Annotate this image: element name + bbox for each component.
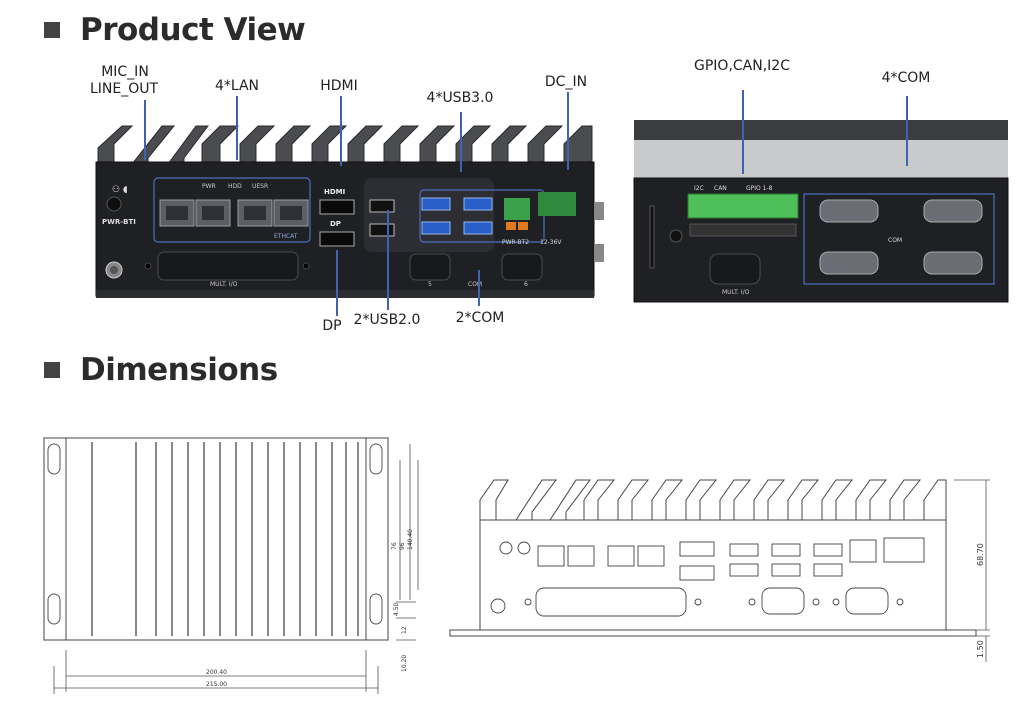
callout-line-mic: [144, 100, 146, 160]
callout-line-usb2: [387, 210, 389, 310]
com-5-label: 5: [428, 281, 432, 288]
callout-usb3: 4*USB3.0: [426, 90, 494, 106]
user-led-label: UESR: [252, 183, 268, 190]
dim-96: 96: [399, 542, 406, 550]
dim-width-inner: 200.40: [206, 669, 227, 676]
multi-io-label: MULT. I/O: [210, 281, 238, 288]
hdd-led-label: HDD: [228, 183, 242, 190]
top-view-drawing: 140.40 96 76 4.50 12 10.20 200.40 215.00: [43, 437, 419, 694]
callout-lan: 4*LAN: [214, 78, 260, 94]
front-view-drawing: 68.70 1.50: [449, 479, 990, 662]
section-title: Dimensions: [80, 352, 278, 388]
front-panel-image: PWR-BTI ⚇ ◖ PWR HDD UESR ETHCAT HDMI DP …: [95, 125, 604, 298]
callout-usb2: 2*USB2.0: [353, 312, 421, 328]
callout-line-dp: [336, 250, 338, 316]
section-bullet: [44, 362, 60, 378]
callout-mic-in: MIC_IN: [101, 64, 149, 80]
callout-line-gpio: [742, 90, 744, 174]
callout-gpio: GPIO,CAN,I2C: [694, 58, 790, 74]
callout-com2: 2*COM: [455, 310, 505, 326]
dim-76: 76: [391, 542, 398, 550]
hdmi-port-label: HDMI: [324, 188, 345, 196]
com-6-label: 6: [524, 281, 528, 288]
dim-450: 4.50: [393, 602, 400, 616]
callout-line-usb3: [460, 112, 462, 172]
dim-width-total: 215.00: [206, 681, 227, 688]
can-label: CAN: [714, 185, 727, 192]
callout-line-dcin: [567, 92, 569, 170]
gpio-label: GPIO 1-8: [746, 185, 773, 192]
callout-com4: 4*COM: [881, 70, 931, 86]
section-product-view: Product View: [44, 12, 306, 48]
section-bullet: [44, 22, 60, 38]
callout-line-hdmi: [340, 96, 342, 166]
dim-height: 68.70: [976, 543, 985, 566]
ethcat-label: ETHCAT: [274, 233, 298, 240]
callout-line-out: LINE_OUT: [89, 81, 159, 97]
rear-com-label: COM: [888, 237, 902, 244]
pwr-button-label: PWR-BTI: [102, 218, 136, 226]
com-label: COM: [468, 281, 482, 288]
pwr-led-label: PWR: [202, 183, 216, 190]
dim-1020: 10.20: [401, 655, 408, 672]
section-title: Product View: [80, 12, 306, 48]
voltage-label: 12-36V: [540, 239, 562, 246]
dim-base: 1.50: [976, 640, 985, 658]
dim-140: 140.40: [407, 529, 414, 550]
callout-dc-in: DC_IN: [544, 74, 588, 90]
callout-hdmi: HDMI: [320, 78, 358, 94]
dp-port-label: DP: [330, 220, 341, 228]
callout-line-lan: [236, 96, 238, 160]
svg-text:⚇ ◖: ⚇ ◖: [112, 185, 128, 195]
callout-dp: DP: [322, 318, 342, 334]
pwr-bt2-label: PWR-BT2: [502, 239, 529, 246]
section-dimensions: Dimensions: [44, 352, 278, 388]
i2c-label: I2C: [694, 185, 704, 192]
rear-multi-io-label: MULT. I/O: [722, 289, 750, 296]
dim-12: 12: [401, 626, 408, 634]
callout-line-com2: [478, 270, 480, 306]
rear-panel-image: I2C CAN GPIO 1-8 COM MULT. I/O: [633, 120, 1009, 303]
callout-line-com4: [906, 96, 908, 166]
